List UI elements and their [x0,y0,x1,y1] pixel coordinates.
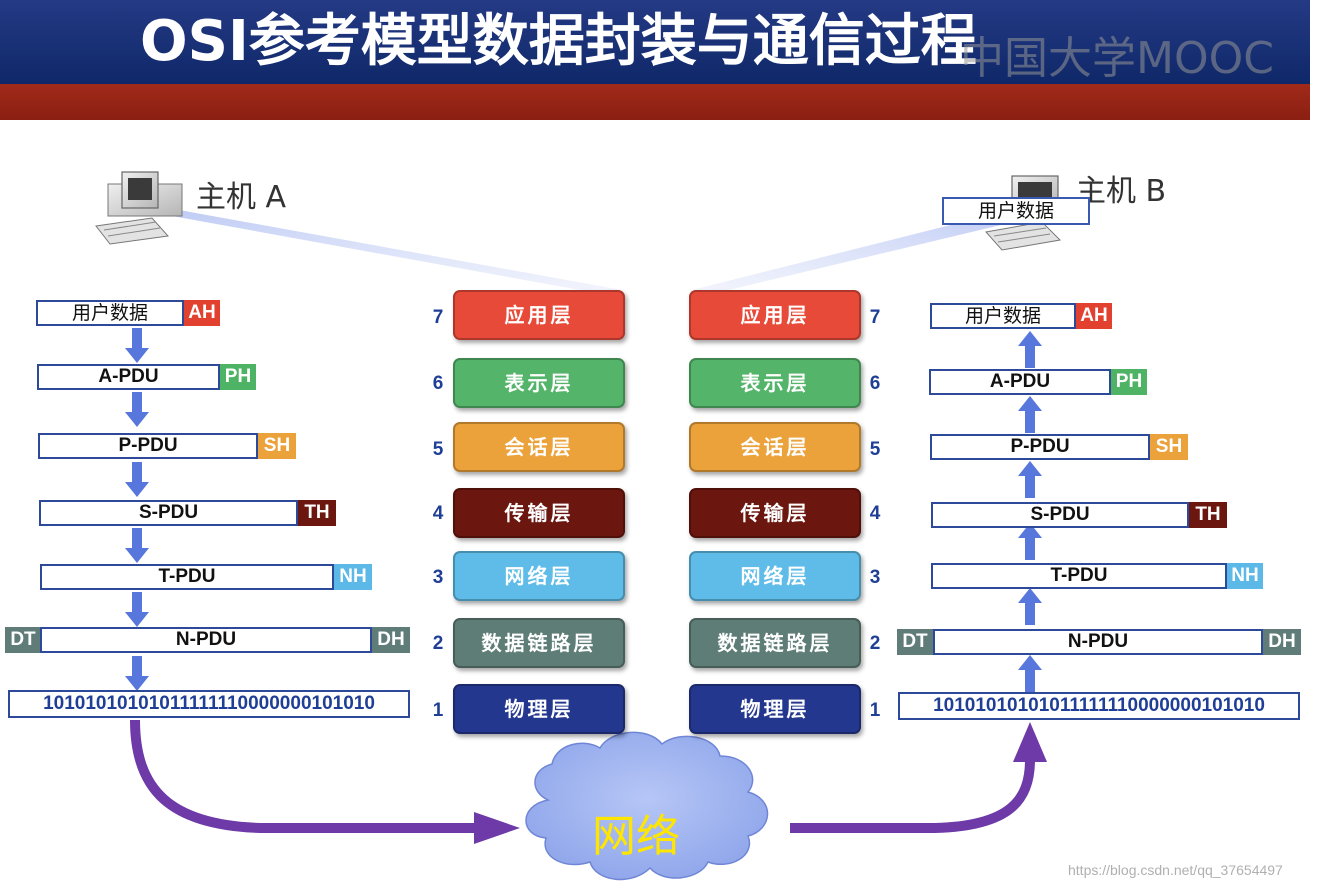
down-arrow [125,656,149,691]
left-network-layer: 网络层 [453,551,625,601]
left-layer-number: 5 [432,439,444,460]
purple-arrow-left [130,719,478,833]
right-transport-layer: 传输层 [689,488,861,538]
left-dh-header: DH [372,627,410,653]
right-s-pdu-box: S-PDU [931,502,1189,528]
left-user-data-box: 用户数据 [36,300,184,326]
left-s-pdu-box: S-PDU [39,500,298,526]
right-up-arrows [1018,331,1042,694]
right-session-layer: 会话层 [689,422,861,472]
mooc-watermark: 中国大学MOOC [960,33,1274,84]
left-presentation-layer: 表示层 [453,358,625,408]
left-n-pdu-box: N-PDU [40,627,372,653]
right-th-header: TH [1189,502,1227,528]
up-arrow [1018,396,1042,433]
host-b-label: 主机 B [1076,174,1167,209]
page-title: OSI参考模型数据封装与通信过程 [140,9,977,74]
network-cloud [525,731,769,881]
right-ah-header: AH [1076,303,1112,329]
right-layer-number: 4 [869,503,881,524]
computer-icon-host-b [985,175,1062,251]
network-cloud-label: 网络 [592,811,680,862]
purple-arrowhead-right [474,812,520,844]
up-arrow [1018,655,1042,694]
down-arrow [125,328,149,363]
up-arrow [1018,331,1042,368]
left-layer-number: 2 [432,633,444,654]
source-url-watermark: https://blog.csdn.net/qq_37654497 [1068,862,1283,878]
right-presentation-layer: 表示层 [689,358,861,408]
up-arrow [1018,523,1042,560]
right-data-link-layer: 数据链路层 [689,618,861,668]
purple-arrowhead-up [1013,722,1047,762]
left-physical-layer: 物理层 [453,684,625,734]
right-ph-header: PH [1111,369,1147,395]
down-arrow [125,528,149,563]
left-p-pdu-box: P-PDU [38,433,258,459]
right-network-layer: 网络层 [689,551,861,601]
right-layer-number: 6 [869,373,881,394]
purple-arrow-right [790,759,1035,833]
right-sh-header: SH [1150,434,1188,460]
right-user-data-box: 用户数据 [930,303,1076,329]
left-dt-trailer: DT [5,627,41,653]
right-t-pdu-box: T-PDU [931,563,1227,589]
right-p-pdu-box: P-PDU [930,434,1150,460]
right-dt-trailer: DT [897,629,933,655]
up-arrow [1018,461,1042,498]
right-layer-number: 5 [869,439,881,460]
left-data-link-layer: 数据链路层 [453,618,625,668]
right-bitstream-box: 10101010101011111110000000101010 [898,692,1300,720]
left-a-pdu-box: A-PDU [37,364,220,390]
right-a-pdu-box: A-PDU [929,369,1111,395]
right-physical-layer: 物理层 [689,684,861,734]
left-down-arrows [125,328,149,691]
left-layer-number: 1 [432,700,444,721]
right-nh-header: NH [1227,563,1263,589]
right-layer-number: 7 [869,307,881,328]
left-t-pdu-box: T-PDU [40,564,334,590]
title-underline-bar [0,84,1310,120]
left-layer-number: 3 [432,567,444,588]
right-beam [692,210,1030,294]
host-b-user-data-box: 用户数据 [942,197,1090,225]
host-a-label: 主机 A [196,180,287,215]
up-arrow [1018,588,1042,625]
right-n-pdu-box: N-PDU [933,629,1263,655]
left-th-header: TH [298,500,336,526]
left-bitstream-box: 10101010101011111110000000101010 [8,690,410,718]
left-layer-number: 4 [432,503,444,524]
left-sh-header: SH [258,433,296,459]
computer-icon-host-a [95,171,183,245]
left-ph-header: PH [220,364,256,390]
down-arrow [125,592,149,627]
right-layer-number: 1 [869,700,881,721]
right-layer-number: 3 [869,567,881,588]
down-arrow [125,392,149,427]
left-nh-header: NH [334,564,372,590]
right-application-layer: 应用层 [689,290,861,340]
right-dh-header: DH [1263,629,1301,655]
left-layer-number: 6 [432,373,444,394]
left-ah-header: AH [184,300,220,326]
left-transport-layer: 传输层 [453,488,625,538]
right-layer-number: 2 [869,633,881,654]
left-beam [150,208,622,294]
left-layer-number: 7 [432,307,444,328]
left-application-layer: 应用层 [453,290,625,340]
down-arrow [125,462,149,497]
left-session-layer: 会话层 [453,422,625,472]
title-banner [0,0,1310,84]
